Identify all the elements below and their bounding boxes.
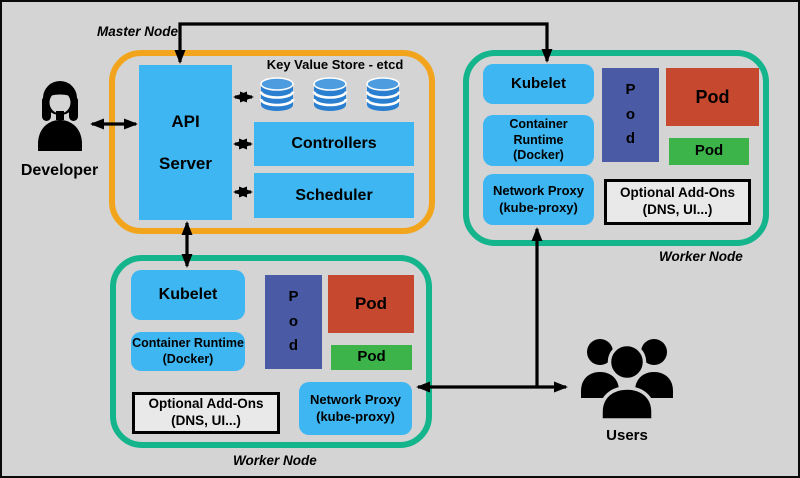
worker2-addons-line1: Optional Add-Ons: [148, 396, 264, 412]
worker-node-1-container: [463, 50, 769, 246]
worker-node-2-label: Worker Node: [233, 453, 317, 468]
etcd-label: Key Value Store - etcd: [266, 57, 404, 72]
worker1-addons-line1: Optional Add-Ons: [620, 185, 735, 201]
database-icon: [259, 77, 295, 111]
worker1-addons-box: Optional Add-Ons (DNS, UI...): [604, 179, 751, 225]
master-node-label: Master Node: [97, 24, 179, 39]
worker2-container-runtime-box: Container Runtime (Docker): [131, 332, 245, 371]
worker2-addons-box: Optional Add-Ons (DNS, UI...): [132, 392, 280, 434]
worker1-network-proxy-box: Network Proxy (kube-proxy): [483, 174, 594, 225]
worker1-pod-vertical-box: P o d: [602, 68, 659, 162]
worker1-network-proxy-line1: Network Proxy: [492, 183, 585, 199]
worker1-pod-red-box: Pod: [666, 68, 759, 126]
person-female-icon: [38, 81, 82, 151]
worker-node-1-label: Worker Node: [659, 249, 743, 264]
pod-letter: P: [288, 287, 299, 305]
worker2-container-runtime-line1: Container Runtime: [132, 335, 244, 350]
worker2-addons-line2: (DNS, UI...): [171, 413, 241, 428]
users-label: Users: [606, 427, 648, 444]
database-icon: [365, 77, 401, 111]
worker1-container-runtime-box: Container Runtime (Docker): [483, 115, 594, 166]
worker1-pod-green-box: Pod: [669, 138, 749, 165]
pod-letter: o: [288, 312, 299, 330]
worker2-network-proxy-line1: Network Proxy: [309, 392, 402, 408]
pod-letter: P: [625, 80, 636, 98]
worker1-addons-line2: (DNS, UI...): [642, 202, 713, 217]
worker1-network-proxy-line2: (kube-proxy): [499, 199, 578, 215]
pod-letter: o: [625, 105, 636, 123]
api-server-box: API Server: [139, 65, 232, 220]
etcd-database-group: [257, 76, 403, 114]
controllers-box: Controllers: [254, 122, 414, 166]
worker2-container-runtime-line2: (Docker): [162, 351, 214, 366]
worker1-container-runtime-line1: Container Runtime: [509, 117, 568, 147]
worker2-pod-red-box: Pod: [328, 275, 414, 333]
worker2-pod-green-box: Pod: [331, 345, 412, 370]
api-server-label-line2: Server: [159, 154, 212, 173]
pod-letter: d: [288, 337, 299, 355]
api-server-label-line1: API: [171, 111, 200, 131]
database-icon: [312, 77, 348, 111]
developer-label: Developer: [20, 162, 99, 179]
worker2-pod-vertical-box: P o d: [265, 275, 322, 369]
worker1-kubelet-box: Kubelet: [483, 64, 594, 104]
worker2-network-proxy-line2: (kube-proxy): [316, 408, 395, 424]
worker1-container-runtime-line2: (Docker): [513, 148, 564, 163]
worker2-kubelet-box: Kubelet: [131, 270, 245, 320]
pod-letter: d: [625, 130, 636, 148]
worker-node-2-container: [110, 255, 432, 448]
people-group-icon: [581, 339, 673, 422]
scheduler-box: Scheduler: [254, 173, 414, 218]
worker2-network-proxy-box: Network Proxy (kube-proxy): [299, 382, 412, 435]
